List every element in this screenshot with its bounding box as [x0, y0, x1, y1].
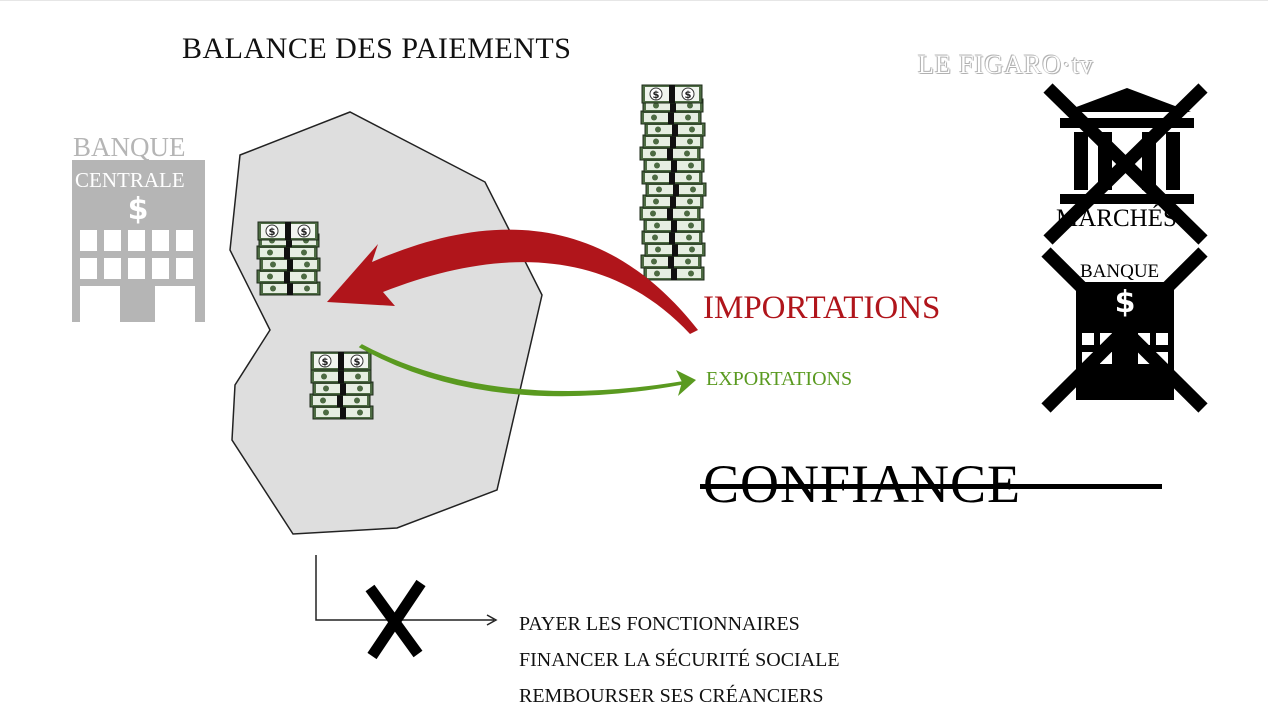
reserve-money-stack-icon [256, 221, 321, 296]
import-arrow [327, 229, 698, 334]
confidence-strikethrough [700, 484, 1162, 489]
central-bank-dollar-icon: $ [128, 192, 149, 227]
consequence-item: REMBOURSER SES CRÉANCIERS [519, 685, 824, 707]
consequence-item: FINANCER LA SÉCURITÉ SOCIALE [519, 649, 840, 671]
central-bank-building-icon: $ [72, 160, 205, 322]
foreign-bank-dollar-icon: $ [1115, 285, 1136, 320]
consequences-list: PAYER LES FONCTIONNAIRES FINANCER LA SÉC… [519, 606, 840, 714]
markets-building-icon [1060, 88, 1194, 204]
markets-label: MARCHÉS [1056, 205, 1177, 232]
import-money-stack-icon [639, 84, 707, 281]
central-bank-label-line1: BANQUE [73, 132, 186, 162]
markets-cross-icon [1043, 83, 1208, 245]
foreign-bank-cross-icon [1041, 247, 1208, 413]
consequence-arrowhead-icon [486, 614, 498, 626]
imports-label: IMPORTATIONS [703, 290, 941, 326]
export-money-stack-icon [309, 351, 374, 420]
foreign-bank-label: BANQUE [1080, 261, 1160, 282]
central-bank-label-line2: CENTRALE [75, 168, 185, 192]
logo-icon: LE FIGARO·tv [918, 50, 1094, 79]
consequence-connector [315, 555, 494, 621]
exports-label: EXPORTATIONS [706, 368, 853, 390]
consequence-cross-icon [365, 579, 426, 660]
country-territory [229, 111, 543, 535]
export-arrowhead-icon [676, 370, 696, 396]
consequence-item: PAYER LES FONCTIONNAIRES [519, 613, 800, 635]
page-title: BALANCE DES PAIEMENTS [182, 32, 572, 65]
